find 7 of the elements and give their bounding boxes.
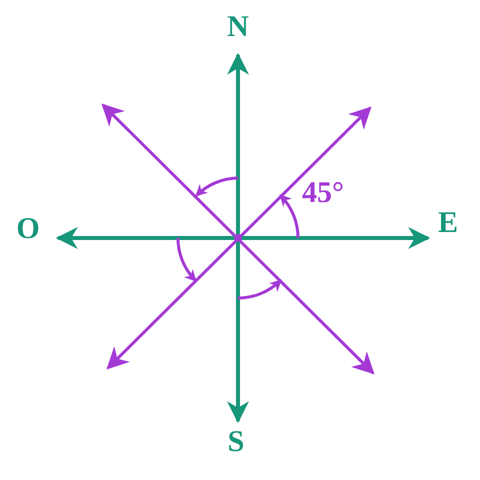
direction-letter: E: [433, 208, 463, 238]
direction-letter: N: [223, 12, 253, 42]
angle-label: 45°: [302, 178, 344, 208]
arrow: [56, 227, 430, 249]
direction-letter: S: [221, 427, 251, 457]
arrow: [227, 52, 249, 424]
direction-letter: O: [13, 214, 43, 244]
